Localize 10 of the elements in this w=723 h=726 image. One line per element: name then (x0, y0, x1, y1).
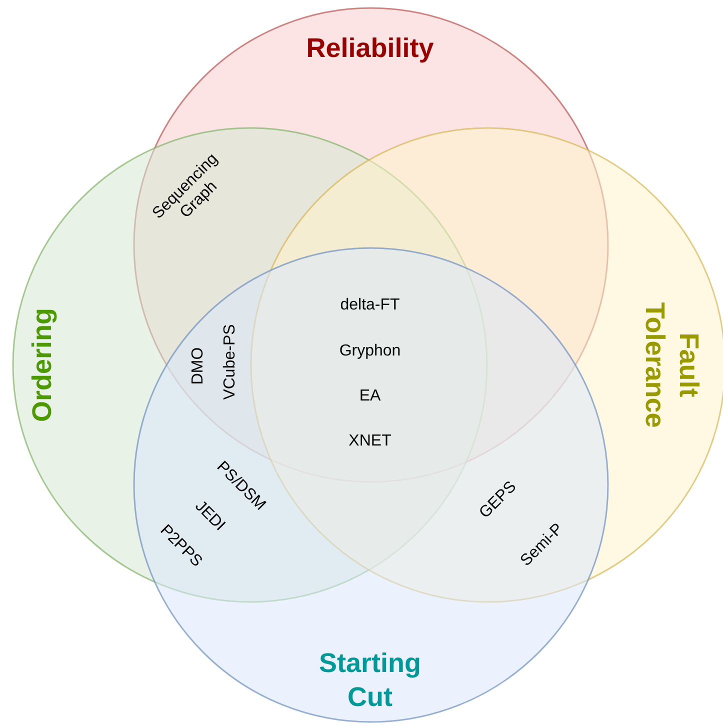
set-member-label: XNET (348, 432, 392, 450)
set-member-label: VCube-PS (220, 324, 240, 400)
set-member-label: delta-FT (340, 296, 400, 314)
set-member-label: DMO (188, 347, 208, 385)
set-title: Reliability (305, 32, 435, 65)
set-title: Ordering (26, 307, 58, 424)
set-member-label: Gryphon (339, 342, 401, 360)
set-title: Starting Cut (318, 647, 422, 714)
set-title: Fault Tolerance (639, 301, 705, 430)
set-member-label: EA (359, 386, 381, 406)
